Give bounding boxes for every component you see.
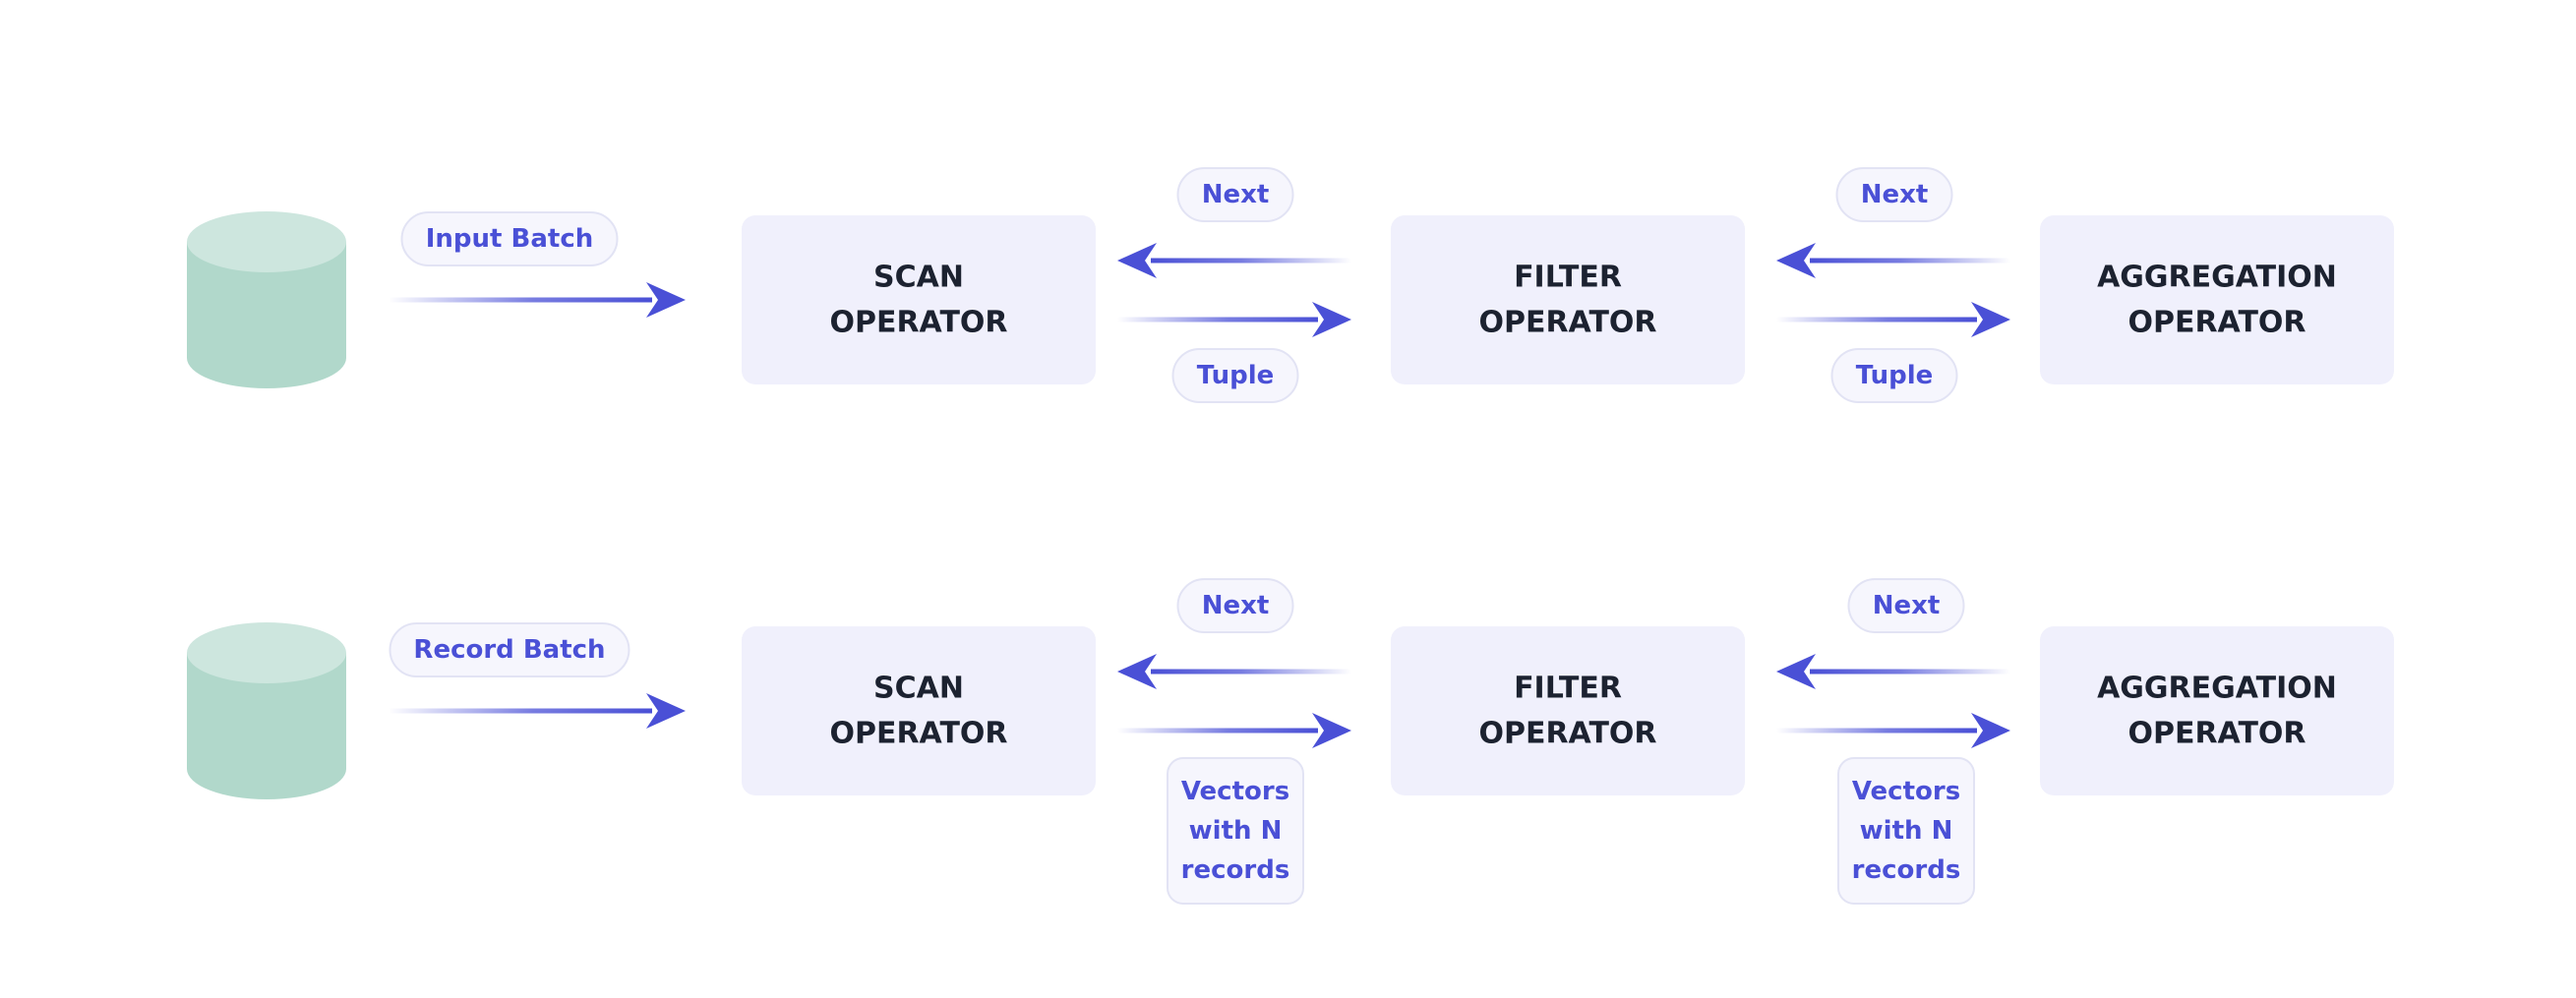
data-label-text: records (1181, 855, 1290, 885)
operator-name: SCAN (873, 672, 964, 706)
next-arrow (1117, 243, 1351, 278)
operator-name: FILTER (1514, 672, 1622, 706)
operator-name: AGGREGATION (2097, 261, 2337, 295)
operator-box-background (742, 626, 1096, 795)
next-label: Next (1847, 578, 1965, 633)
data-arrow-shaft (1776, 728, 1977, 734)
data-label-text: records (1852, 855, 1961, 885)
next-arrow (1776, 654, 2010, 689)
data-label-background (1830, 348, 1958, 403)
next-arrow-shaft (1810, 258, 2010, 264)
data-arrow (1117, 302, 1351, 337)
operator-name: AGGREGATION (2097, 672, 2337, 706)
operator-box-background (1391, 626, 1745, 795)
data-arrow (1117, 713, 1351, 748)
data-label-text: Tuple (1856, 361, 1934, 390)
data-arrow-shaft (1776, 317, 1977, 323)
operator-box: FILTER OPERATOR (1391, 215, 1745, 384)
data-label-background (1837, 757, 1975, 905)
data-arrow-head (1971, 713, 2010, 748)
next-arrow-head (1117, 243, 1157, 278)
operator-name: FILTER (1514, 261, 1622, 295)
database-icon-body (187, 242, 346, 388)
operator-box: AGGREGATION OPERATOR (2040, 215, 2394, 384)
operator-name: SCAN (873, 261, 964, 295)
source-arrow-shaft (389, 297, 652, 303)
next-label-background (1176, 578, 1294, 633)
data-label: Tuple (1830, 348, 1958, 403)
data-arrow (1776, 713, 2010, 748)
next-label-text: Next (1861, 180, 1929, 209)
operator-name: OPERATOR (829, 717, 1007, 751)
operator-name: OPERATOR (2127, 717, 2306, 751)
operator-name: OPERATOR (1478, 306, 1656, 340)
operator-box: AGGREGATION OPERATOR (2040, 626, 2394, 795)
source-label-background (400, 211, 619, 266)
next-label: Next (1176, 578, 1294, 633)
data-arrow (1776, 302, 2010, 337)
next-label-background (1176, 167, 1294, 222)
data-arrow-shaft (1117, 317, 1318, 323)
data-label-text: with N (1189, 816, 1283, 846)
source-arrow-shaft (389, 708, 652, 714)
database-icon (187, 211, 346, 388)
data-label-text: Tuple (1197, 361, 1275, 390)
next-arrow-head (1776, 243, 1816, 278)
next-label-text: Next (1202, 591, 1270, 620)
source-label-background (389, 622, 630, 677)
source-arrow (389, 282, 686, 318)
database-icon-top (187, 622, 346, 683)
next-arrow-shaft (1810, 669, 2010, 675)
data-label: Vectors with N records (1837, 757, 1975, 905)
data-label: Tuple (1171, 348, 1299, 403)
data-arrow-shaft (1117, 728, 1318, 734)
data-label-text: with N (1860, 816, 1953, 846)
database-icon-top (187, 211, 346, 272)
operator-name: OPERATOR (1478, 717, 1656, 751)
next-arrow (1117, 654, 1351, 689)
next-arrow-shaft (1151, 669, 1351, 675)
next-label-background (1835, 167, 1953, 222)
operator-box: SCAN OPERATOR (742, 215, 1096, 384)
data-arrow-head (1312, 713, 1351, 748)
source-arrow (389, 693, 686, 729)
operator-name: OPERATOR (2127, 306, 2306, 340)
operator-box-background (2040, 215, 2394, 384)
data-arrow-head (1312, 302, 1351, 337)
data-arrow-head (1971, 302, 2010, 337)
next-arrow-head (1117, 654, 1157, 689)
next-label: Next (1835, 167, 1953, 222)
next-label-text: Next (1202, 180, 1270, 209)
next-label: Next (1176, 167, 1294, 222)
source-label: Input Batch (400, 211, 619, 266)
operator-box-background (2040, 626, 2394, 795)
next-label-background (1847, 578, 1965, 633)
data-label: Vectors with N records (1167, 757, 1304, 905)
data-label-text: Vectors (1852, 777, 1960, 806)
data-label-background (1171, 348, 1299, 403)
source-arrow-head (646, 282, 686, 318)
operator-box-background (1391, 215, 1745, 384)
source-label: Record Batch (389, 622, 630, 677)
operator-box: FILTER OPERATOR (1391, 626, 1745, 795)
data-label-background (1167, 757, 1304, 905)
source-label-text: Input Batch (426, 224, 594, 254)
next-arrow-head (1776, 654, 1816, 689)
source-label-text: Record Batch (413, 635, 605, 665)
operator-name: OPERATOR (829, 306, 1007, 340)
next-arrow-shaft (1151, 258, 1351, 264)
next-arrow (1776, 243, 2010, 278)
database-icon (187, 622, 346, 799)
operator-box: SCAN OPERATOR (742, 626, 1096, 795)
database-icon-body (187, 653, 346, 799)
source-arrow-head (646, 693, 686, 729)
data-label-text: Vectors (1181, 777, 1289, 806)
next-label-text: Next (1873, 591, 1941, 620)
operator-box-background (742, 215, 1096, 384)
